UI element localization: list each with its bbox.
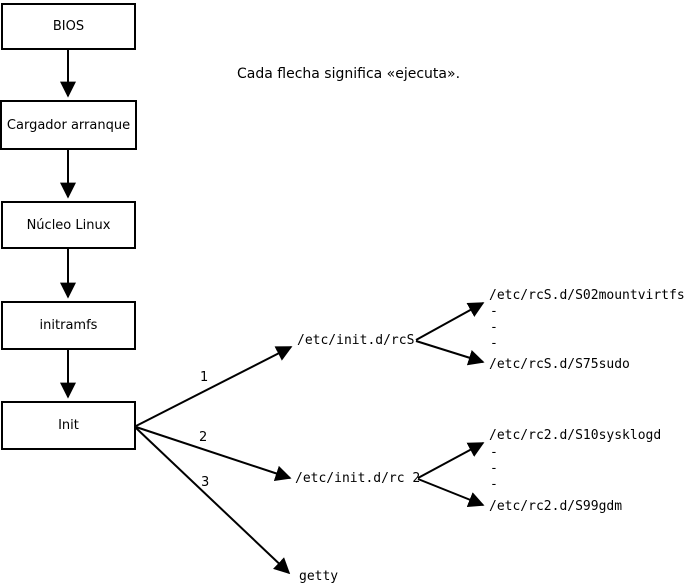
- script-s75sudo: /etc/rcS.d/S75sudo: [489, 357, 630, 372]
- script-s02mountvirtfs: /etc/rcS.d/S02mountvirtfs: [489, 288, 684, 303]
- ellipsis-dash: -: [490, 336, 498, 351]
- arrow-init-to-rcS: [135, 346, 293, 427]
- flow-box-initramfs: initramfs: [1, 301, 136, 350]
- flow-box-kernel: Núcleo Linux: [1, 201, 136, 249]
- ellipsis-dash: -: [490, 477, 498, 492]
- flow-box-bios-label: BIOS: [52, 19, 85, 34]
- arrow-rc2-to-s10sysklogd: [417, 442, 485, 479]
- arrow-order-label-3: 3: [201, 475, 210, 490]
- ellipsis-dash: -: [490, 320, 498, 335]
- script-s99gdm: /etc/rc2.d/S99gdm: [489, 499, 623, 514]
- ellipsis-dash: -: [490, 461, 498, 476]
- flow-box-bootloader: Cargador arranque: [0, 100, 137, 150]
- script-rc2: /etc/init.d/rc 2: [295, 471, 421, 486]
- arrow-meaning-note: Cada flecha significa «ejecuta».: [237, 66, 461, 82]
- ellipsis-dash: -: [490, 445, 498, 460]
- arrow-rc2-to-s99gdm: [417, 478, 485, 508]
- flow-box-bootloader-label: Cargador arranque: [6, 117, 131, 133]
- arrow-init-to-getty: [135, 427, 291, 575]
- flow-box-init: Init: [1, 401, 136, 450]
- ellipsis-dash: -: [490, 304, 498, 319]
- script-s10sysklogd: /etc/rc2.d/S10sysklogd: [489, 428, 662, 443]
- arrow-rcS-to-s02mountvirtfs: [415, 302, 485, 341]
- flow-box-init-label: Init: [58, 418, 79, 433]
- arrow-init-to-rc2: [135, 426, 292, 482]
- arrow-rcS-to-s75sudo: [415, 340, 485, 366]
- script-getty: getty: [299, 569, 339, 584]
- arrow-order-label-2: 2: [199, 430, 208, 445]
- arrow-order-label-1: 1: [200, 370, 209, 385]
- script-rcS: /etc/init.d/rcS: [297, 333, 415, 348]
- flow-box-kernel-label: Núcleo Linux: [26, 217, 111, 233]
- flow-box-initramfs-label: initramfs: [39, 318, 98, 333]
- flow-box-bios: BIOS: [1, 3, 136, 50]
